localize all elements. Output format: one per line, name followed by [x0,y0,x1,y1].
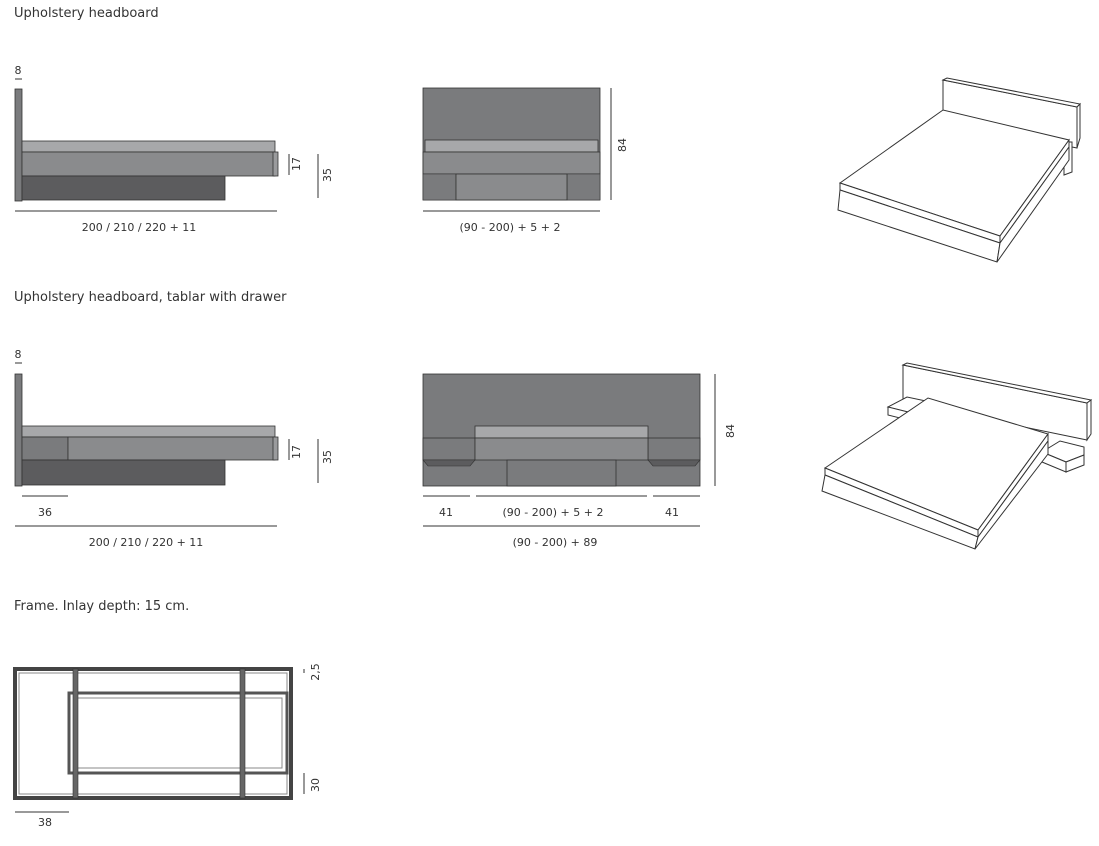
s2-dim-label-length: 200 / 210 / 220 + 11 [89,536,204,549]
s1-front-drawer [455,173,568,201]
s2-front-left-tablar [422,437,476,461]
s1-side-view: 8 17 35 200 / 210 / 220 + 11 [15,64,335,234]
s2-side-view: 8 17 35 36 200 / 210 / 220 + 11 [15,348,335,549]
s1-dim-label-17: 17 [290,157,303,171]
s1-iso-view [837,77,1082,263]
s2-front-mattress [474,425,649,439]
section-title-tablar-with-drawer: Upholstery headboard, tablar with drawer [14,290,287,305]
s1-front-view: 84 (90 - 200) + 5 + 2 [422,87,629,234]
s3-dim-label-2-5: 2,5 [309,663,322,681]
s2-iso-view [821,362,1093,550]
s2-iso-frame-side [974,439,1049,550]
s2-dim-label-17: 17 [290,445,303,459]
s2-dim-label-41-right: 41 [665,506,679,519]
s2-front-frame [474,437,649,461]
s1-front-right-side [566,173,601,201]
s1-side-drawer [21,175,226,201]
s2-front-drawer [506,459,617,487]
s2-iso-headboard-side [1086,399,1092,442]
s2-side-drawer [21,459,226,486]
s2-side-frame [67,436,276,461]
s3-rail-right [239,668,246,799]
s2-front-view: 84 41 (90 - 200) + 5 + 2 41 (90 - 200) +… [422,373,737,549]
s3-dim-label-30: 30 [309,778,322,792]
s1-side-frame [21,151,276,177]
s1-dim-label-84: 84 [616,138,629,152]
s2-side-mattress [21,425,276,438]
s3-dim-label-38: 38 [38,816,52,829]
s1-dim-label-8: 8 [15,64,22,77]
s2-front-right-tablar [647,437,701,461]
s1-dim-label-length: 200 / 210 / 220 + 11 [82,221,197,234]
s2-side-tablar [21,436,69,461]
s2-side-headboard [14,373,23,487]
s2-front-left-tablar-shadow [422,459,476,467]
s3-rail-left [72,668,79,799]
s2-front-right-tablar-shadow [647,459,701,467]
s1-dim-label-width: (90 - 200) + 5 + 2 [460,221,561,234]
s1-front-left-side [422,173,457,201]
section-title-upholstery-headboard: Upholstery headboard [14,6,159,21]
s1-side-footboard [272,151,279,177]
s2-dim-label-41-left: 41 [439,506,453,519]
section-title-frame: Frame. Inlay depth: 15 cm. [14,599,190,614]
s2-dim-label-35: 35 [321,450,334,464]
s2-iso-right-tablar-side [1065,454,1085,473]
s2-dim-label-inner: (90 - 200) + 5 + 2 [503,506,604,519]
s1-side-headboard [14,88,23,202]
s1-iso-frame-side [996,145,1070,263]
s1-iso-headboard-side [1076,102,1081,149]
s2-side-footboard [272,436,279,461]
s2-dim-label-84: 84 [724,424,737,438]
s3-inlay-frame [67,691,289,775]
s2-dim-label-36: 36 [38,506,52,519]
s3-frame-plan: 2,5 30 38 [13,663,322,829]
s2-dim-label-total-width: (90 - 200) + 89 [513,536,598,549]
s1-front-mattress [424,139,599,153]
s1-dim-label-35: 35 [321,168,334,182]
s1-front-frame [422,151,601,175]
s2-dim-label-8: 8 [15,348,22,361]
s1-side-mattress [21,140,276,153]
